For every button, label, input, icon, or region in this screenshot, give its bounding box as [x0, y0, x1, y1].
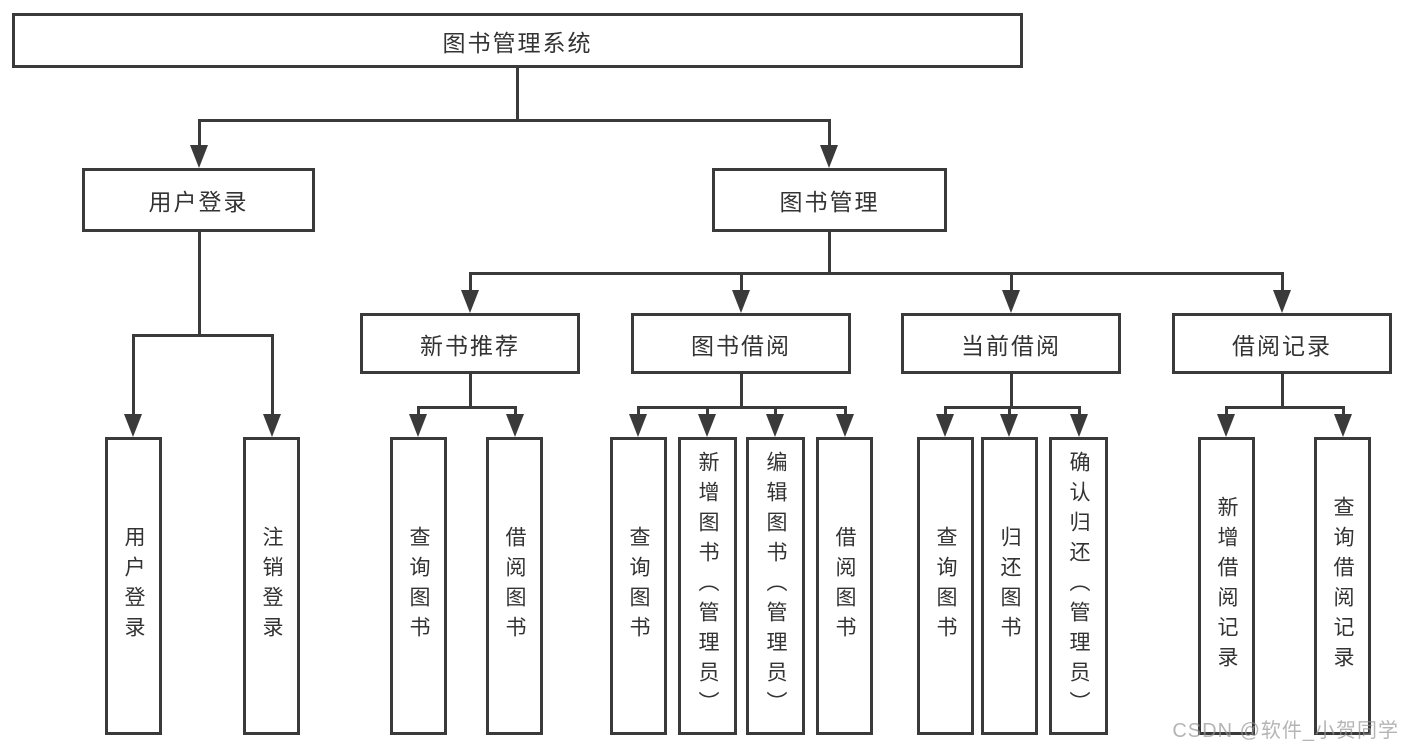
node-current-borrow: 当前借阅: [901, 313, 1121, 374]
connector-arrow-shaft: [131, 335, 135, 417]
arrow-down-icon: [836, 414, 854, 437]
arrow-down-icon: [698, 414, 716, 437]
arrow-down-icon: [1334, 414, 1352, 437]
connector-arrow-shaft: [270, 335, 274, 417]
connector-arrow-shaft: [197, 120, 201, 148]
connector-vertical-line: [197, 232, 201, 337]
connector-horizontal-line: [197, 118, 831, 122]
arrow-down-icon: [1002, 290, 1020, 313]
connector-arrow-shaft: [513, 407, 517, 417]
watermark: CSDN @软件_小贺同学: [1172, 720, 1399, 742]
arrow-down-icon: [1070, 414, 1088, 437]
arrow-down-icon: [820, 145, 838, 168]
connector-arrow-shaft: [636, 407, 640, 417]
arrow-down-icon: [409, 414, 427, 437]
arrow-down-icon: [732, 290, 750, 313]
connector-horizontal-line: [131, 333, 274, 337]
arrow-down-icon: [629, 414, 647, 437]
node-root: 图书管理系统: [12, 13, 1023, 68]
connector-arrow-shaft: [739, 273, 743, 293]
leaf-logout: 注销登录: [243, 437, 300, 735]
connector-vertical-line: [739, 374, 743, 409]
connector-arrow-shaft: [943, 407, 947, 417]
arrow-down-icon: [190, 145, 208, 168]
connector-arrow-shaft: [468, 273, 472, 293]
leaf-return-book: 归还图书: [981, 437, 1038, 735]
node-new-book-recommend: 新书推荐: [360, 313, 580, 374]
arrow-down-icon: [1217, 414, 1235, 437]
connector-arrow-shaft: [1280, 273, 1284, 293]
connector-vertical-line: [468, 374, 472, 409]
connector-arrow-shaft: [416, 407, 420, 417]
arrow-down-icon: [124, 414, 142, 437]
connector-horizontal-line: [636, 405, 847, 409]
leaf-edit-book-admin: 编辑图书（管理员）: [746, 437, 805, 735]
connector-horizontal-line: [1224, 405, 1345, 409]
arrow-down-icon: [766, 414, 784, 437]
node-book-management: 图书管理: [712, 168, 947, 232]
connector-arrow-shaft: [843, 407, 847, 417]
connector-arrow-shaft: [705, 407, 709, 417]
connector-arrow-shaft: [773, 407, 777, 417]
arrow-down-icon: [506, 414, 524, 437]
connector-vertical-line: [515, 68, 519, 122]
connector-horizontal-line: [468, 271, 1284, 275]
connector-vertical-line: [1280, 374, 1284, 409]
node-borrow-records: 借阅记录: [1172, 313, 1392, 374]
connector-arrow-shaft: [1341, 407, 1345, 417]
connector-arrow-shaft: [1009, 273, 1013, 293]
connector-arrow-shaft: [1077, 407, 1081, 417]
connector-vertical-line: [1009, 374, 1013, 409]
connector-arrow-shaft: [1007, 407, 1011, 417]
arrow-down-icon: [1000, 414, 1018, 437]
connector-vertical-line: [827, 232, 831, 275]
node-user-login: 用户登录: [82, 168, 315, 232]
arrow-down-icon: [263, 414, 281, 437]
leaf-query-books-recommend: 查询图书: [390, 437, 447, 735]
leaf-add-borrow-record: 新增借阅记录: [1198, 437, 1255, 735]
leaf-query-books-current: 查询图书: [917, 437, 974, 735]
leaf-query-books-borrow: 查询图书: [610, 437, 667, 735]
leaf-borrow-books-recommend: 借阅图书: [486, 437, 543, 735]
connector-horizontal-line: [416, 405, 517, 409]
connector-arrow-shaft: [1224, 407, 1228, 417]
arrow-down-icon: [1273, 290, 1291, 313]
connector-arrow-shaft: [827, 120, 831, 148]
arrow-down-icon: [461, 290, 479, 313]
leaf-user-login: 用户登录: [105, 437, 162, 735]
leaf-query-borrow-record: 查询借阅记录: [1314, 437, 1371, 735]
connector-horizontal-line: [943, 405, 1081, 409]
leaf-confirm-return-admin: 确认归还（管理员）: [1049, 437, 1108, 735]
arrow-down-icon: [936, 414, 954, 437]
leaf-add-book-admin: 新增图书（管理员）: [678, 437, 737, 735]
leaf-borrow-books-borrow: 借阅图书: [816, 437, 873, 735]
node-book-borrow: 图书借阅: [631, 313, 851, 374]
